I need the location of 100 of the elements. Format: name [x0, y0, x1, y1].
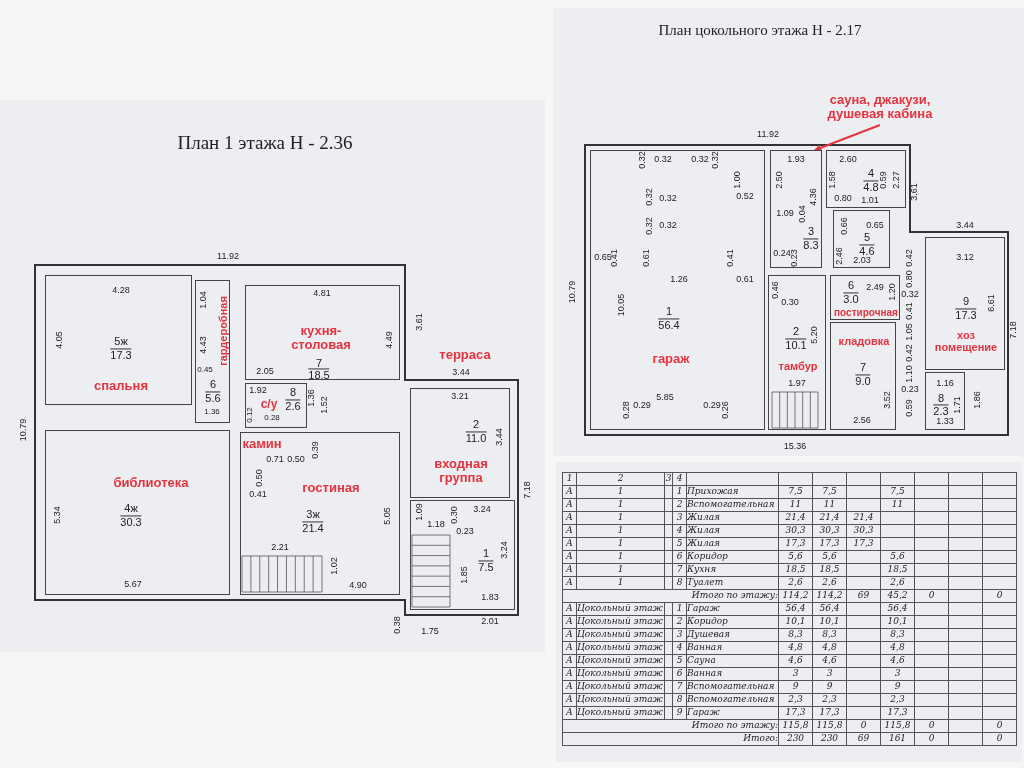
- table-cell: 2: [576, 472, 665, 486]
- dimension-label: 1.86: [973, 391, 983, 409]
- table-cell: 1: [576, 537, 665, 551]
- dimension-label: 1.92: [249, 386, 267, 396]
- table-cell: А: [562, 615, 577, 629]
- table-cell: Вспомогательная: [686, 680, 779, 694]
- dimension-label: 1.85: [460, 566, 470, 584]
- room-outline: [925, 372, 965, 430]
- table-cell: 7: [672, 680, 687, 694]
- dimension-label: 2.05: [256, 367, 274, 377]
- table-cell: А: [562, 641, 577, 655]
- table-cell: 3: [778, 667, 813, 681]
- table-cell: 30,3: [778, 524, 813, 538]
- dimension-label: 0.28: [264, 413, 280, 423]
- table-cell: Цокольный этаж: [576, 641, 665, 655]
- dimension-label: 6.61: [987, 294, 997, 312]
- table-cell: 56,4: [812, 602, 847, 616]
- table-cell: А: [562, 511, 577, 525]
- table-cell: 114,2: [778, 589, 813, 603]
- dimension-label: 4.49: [385, 331, 395, 349]
- dimension-label: 0.32: [659, 221, 677, 231]
- table-cell: 1: [562, 472, 577, 486]
- table-cell: Цокольный этаж: [576, 615, 665, 629]
- leader-arrow: [814, 124, 881, 151]
- table-cell: 8,3: [778, 628, 813, 642]
- dimension-label: 1.20: [888, 283, 898, 301]
- table-cell: 8,3: [812, 628, 847, 642]
- room-outline: [195, 280, 230, 423]
- table-cell: 5,6: [880, 550, 915, 564]
- table-cell: 1: [576, 511, 665, 525]
- room-name: с/у: [260, 398, 278, 412]
- dimension-label: 3.24: [500, 541, 510, 559]
- table-cell: 4,6: [778, 654, 813, 668]
- table-cell: А: [562, 706, 577, 720]
- room-area: 9.0: [855, 374, 871, 388]
- room-number: 5ж: [114, 334, 128, 348]
- table-cell: 21,4: [812, 511, 847, 525]
- dimension-label: 0.29: [703, 401, 721, 411]
- dimension-label: 15.36: [783, 442, 807, 452]
- room-number: 8: [937, 391, 945, 405]
- dimension-label: 3.61: [415, 313, 425, 331]
- table-cell: 69: [846, 589, 881, 603]
- table-cell: Цокольный этаж: [576, 680, 665, 694]
- room-name: входная группа: [433, 456, 489, 486]
- room-outline: [240, 432, 400, 595]
- table-cell: 8: [672, 693, 687, 707]
- dimension-label: 0.61: [642, 249, 652, 267]
- table-cell: 17,3: [778, 537, 813, 551]
- dimension-label: 0.32: [691, 155, 709, 165]
- dimension-label: 1.04: [199, 291, 209, 309]
- room-area: 2.3: [933, 404, 949, 418]
- dimension-label: 1.71: [953, 396, 963, 414]
- table-cell: 2,3: [812, 693, 847, 707]
- table-cell: Гараж: [686, 602, 779, 616]
- dimension-label: 3.44: [956, 221, 974, 231]
- table-cell: Итого:: [562, 732, 779, 746]
- dimension-label: 0.59: [905, 399, 915, 417]
- table-cell: 56,4: [778, 602, 813, 616]
- table-cell: 2: [672, 615, 687, 629]
- dimension-label: 1.09: [415, 503, 425, 521]
- annotation-label: камин: [242, 436, 282, 452]
- room-name: спальня: [94, 378, 148, 394]
- table-cell: 10,1: [880, 615, 915, 629]
- table-cell: А: [562, 628, 577, 642]
- table-cell: Цокольный этаж: [576, 693, 665, 707]
- table-cell: 2,3: [778, 693, 813, 707]
- dimension-label: 0.32: [659, 194, 677, 204]
- dimension-label: 1.01: [861, 196, 879, 206]
- table-cell: 9: [812, 680, 847, 694]
- dimension-label: 0.39: [311, 441, 321, 459]
- dimension-label: 0.32: [711, 151, 721, 169]
- dimension-label: 4.36: [809, 188, 819, 206]
- room-outline: [410, 500, 515, 610]
- table-cell: Цокольный этаж: [576, 706, 665, 720]
- table-cell: Кухня: [686, 563, 779, 577]
- dimension-label: 0.59: [879, 171, 889, 189]
- table-cell: Цокольный этаж: [576, 667, 665, 681]
- dimension-label: 0.28: [622, 401, 632, 419]
- room-number: 1: [482, 546, 490, 560]
- dimension-label: 0.32: [645, 188, 655, 206]
- dimension-label: 0.50: [287, 455, 305, 465]
- table-cell: 2,6: [778, 576, 813, 590]
- table-cell: 4,8: [880, 641, 915, 655]
- room-number: 7: [859, 360, 867, 374]
- room-number: 4ж: [124, 501, 138, 515]
- dimension-label: 0.32: [901, 290, 919, 300]
- table-cell: 1: [576, 550, 665, 564]
- table-cell: 17,3: [846, 537, 881, 551]
- room-number: 3ж: [306, 507, 320, 521]
- table-cell: 4: [672, 641, 687, 655]
- dimension-label: 1.16: [936, 379, 954, 389]
- dimension-label: 1.10: [905, 365, 915, 383]
- table-cell: Прихожая: [686, 485, 779, 499]
- table-cell: 4,8: [812, 641, 847, 655]
- dimension-label: 4.05: [55, 331, 65, 349]
- dimension-label: 0.12: [245, 407, 255, 423]
- room-name: гостиная: [302, 480, 360, 496]
- dimension-label: 4.28: [112, 286, 130, 296]
- dimension-label: 2.56: [853, 416, 871, 426]
- table-cell: Вспомогательная: [686, 693, 779, 707]
